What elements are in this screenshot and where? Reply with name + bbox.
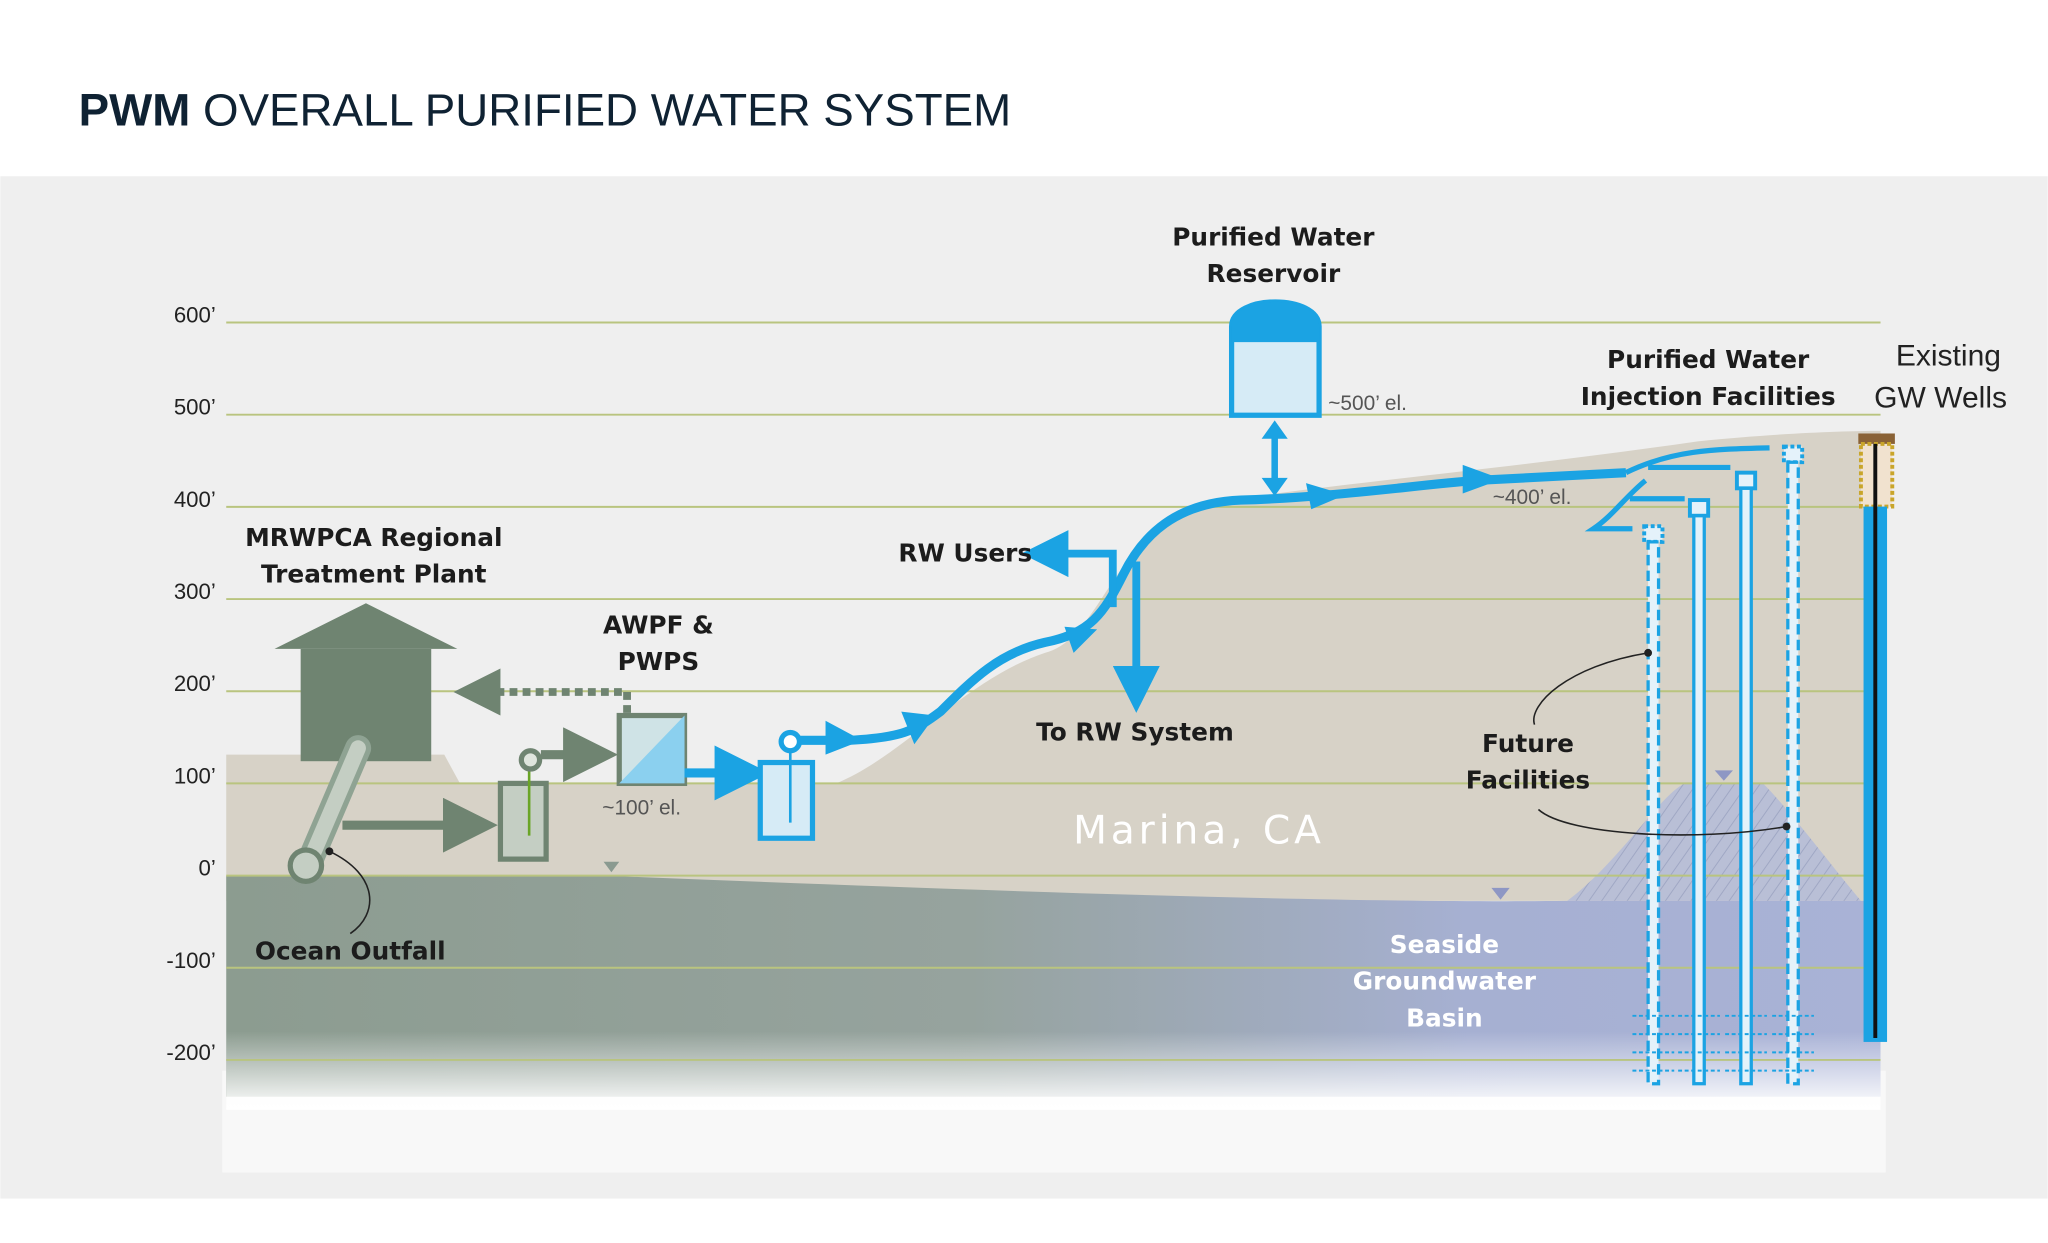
rw-users-label: RW Users xyxy=(898,538,1032,567)
elevation-tick-label: 0’ xyxy=(199,856,216,881)
return-flow-arrow xyxy=(453,668,631,716)
injection-label: Injection Facilities xyxy=(1581,382,1836,411)
basin-label: Groundwater xyxy=(1353,967,1537,996)
elevation-tick-label: -200’ xyxy=(166,1040,215,1065)
reservoir-label: Purified Water xyxy=(1172,222,1375,251)
plant-label: Treatment Plant xyxy=(261,559,487,588)
to-rw-system-label: To RW System xyxy=(1036,717,1234,746)
pipeline-elevation: ~400’ el. xyxy=(1493,486,1572,509)
reservoir-label: Reservoir xyxy=(1207,259,1341,288)
injection-well-head xyxy=(1781,444,1805,465)
injection-well-casing xyxy=(1646,540,1661,1086)
reservoir-elevation: ~500’ el. xyxy=(1328,392,1407,415)
location-label: Marina, CA xyxy=(1073,808,1325,853)
elevation-tick-label: 200’ xyxy=(174,671,216,696)
source-tank xyxy=(497,780,549,862)
elevation-tick-label: 600’ xyxy=(174,303,216,328)
future-facilities-label: Facilities xyxy=(1466,766,1590,795)
injection-well-head xyxy=(1687,498,1711,518)
awpf-label: PWPS xyxy=(618,647,700,676)
ocean-outfall-label: Ocean Outfall xyxy=(255,937,446,966)
future-facilities-label: Future xyxy=(1482,729,1574,758)
elevation-tick-label: 400’ xyxy=(174,487,216,512)
injection-well-casing xyxy=(1786,460,1800,1086)
elevation-tick-label: 500’ xyxy=(174,395,216,420)
awpf-label: AWPF & xyxy=(603,610,714,639)
basin-label: Basin xyxy=(1406,1003,1483,1032)
injection-well-casing xyxy=(1739,486,1753,1086)
rw-users-arrow xyxy=(1021,530,1117,608)
elevation-gridlines xyxy=(226,321,1881,1061)
injection-well-casing xyxy=(1692,514,1706,1086)
page-title: PWM OVERALL PURIFIED WATER SYSTEM xyxy=(79,84,1011,135)
elevation-tick-label: -100’ xyxy=(166,948,215,973)
injection-well-head xyxy=(1734,470,1758,491)
title-bold: PWM xyxy=(79,84,191,135)
elevation-axis: 600’ 500’ 400’ 300’ 200’ 100’ 0’ -100’ -200’ xyxy=(166,303,215,1065)
water-table-marker xyxy=(603,861,620,873)
pump-station-tank xyxy=(757,759,816,841)
injection-wells xyxy=(1632,444,1814,1086)
plant-label: MRWPCA Regional xyxy=(245,523,502,552)
injection-well-head xyxy=(1642,524,1665,544)
water-table-marker xyxy=(1714,770,1733,781)
awpf-elevation: ~100’ el. xyxy=(602,797,681,820)
elevation-tick-label: 100’ xyxy=(174,763,216,788)
plant-roof xyxy=(274,603,458,649)
existing-well-cap xyxy=(1858,433,1895,444)
existing-wells-label: GW Wells xyxy=(1874,381,2007,414)
basin-label: Seaside xyxy=(1390,930,1499,959)
water-table-marker xyxy=(1491,887,1510,900)
elevation-tick-label: 300’ xyxy=(174,579,216,604)
injection-branches xyxy=(1584,445,1770,532)
injection-label: Purified Water xyxy=(1607,345,1810,374)
existing-wells-label: Existing xyxy=(1896,340,2001,373)
title-rest: OVERALL PURIFIED WATER SYSTEM xyxy=(203,84,1011,135)
